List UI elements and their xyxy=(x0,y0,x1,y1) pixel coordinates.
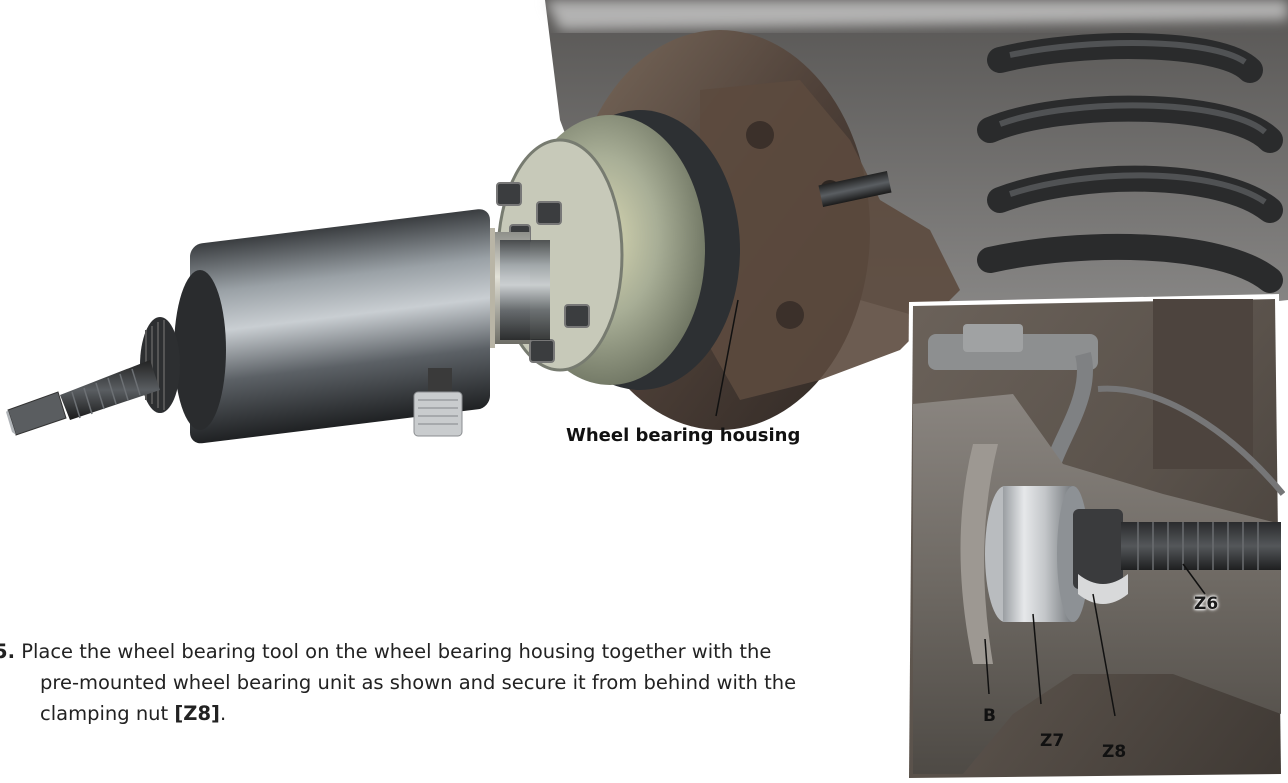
threaded-spindle xyxy=(60,360,160,420)
sensor-connector xyxy=(928,324,1285,496)
inset-detail-photo xyxy=(905,294,1285,782)
clamping-nut-z8 xyxy=(1073,509,1128,604)
instruction-text: 5. Place the wheel bearing tool on the w… xyxy=(0,636,880,729)
hydraulic-coupling xyxy=(413,368,463,437)
label-z8: Z8 xyxy=(1102,742,1127,762)
part-reference-z8: [Z8] xyxy=(174,702,220,725)
hydraulic-cylinder xyxy=(190,209,490,444)
label-z6: Z6 xyxy=(1194,594,1219,614)
instruction-line-2: pre-mounted wheel bearing unit as shown … xyxy=(40,671,797,694)
instruction-line-3: clamping nut [Z8]. xyxy=(40,702,227,725)
instruction-line-1: 5. Place the wheel bearing tool on the w… xyxy=(0,636,880,667)
housing-leader-line xyxy=(715,299,739,417)
step-number: 5. xyxy=(0,640,15,663)
wheel-bearing-housing-label: Wheel bearing housing xyxy=(566,425,801,446)
label-z7: Z7 xyxy=(1040,731,1065,751)
label-b: B xyxy=(983,706,996,726)
housing-edge-b xyxy=(960,444,998,664)
spindle-z6 xyxy=(1121,522,1281,570)
wheel-bearing-housing-knuckle xyxy=(700,80,960,400)
inset-leader-lines xyxy=(984,563,1206,717)
